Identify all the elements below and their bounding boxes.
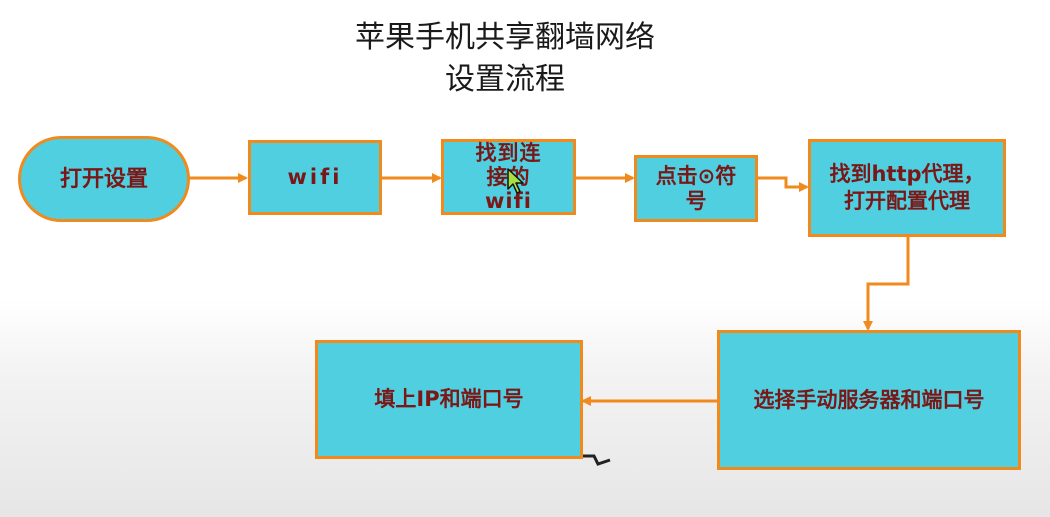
mouse-pointer-icon	[507, 168, 524, 194]
step-wifi: wifi	[248, 140, 382, 215]
step-choose-manual-server-port: 选择手动服务器和端口号	[717, 330, 1021, 470]
step-find-http-proxy-label: 找到http代理，打开配置代理	[829, 162, 985, 213]
step-fill-ip-and-port-label: 填上IP和端口号	[374, 387, 524, 411]
arrow-step5-to-step6	[863, 237, 910, 331]
step-open-settings-label: 打开设置	[59, 166, 148, 192]
step-tap-info-symbol: 点击⊙符号	[634, 155, 758, 222]
step-find-http-proxy: 找到http代理，打开配置代理	[808, 139, 1006, 237]
diagram-title-line2: 设置流程	[445, 62, 565, 97]
step-choose-manual-server-port-label: 选择手动服务器和端口号	[753, 388, 985, 412]
step-open-settings: 打开设置	[18, 136, 190, 222]
stray-connector-mark	[582, 454, 611, 466]
step-wifi-label: wifi	[287, 165, 343, 189]
arrow-step4-to-step5	[757, 176, 809, 192]
step-tap-info-symbol-label: 点击⊙符号	[655, 163, 737, 213]
step-fill-ip-and-port: 填上IP和端口号	[315, 340, 583, 459]
diagram-title-line1: 苹果手机共享翻墙网络	[355, 20, 655, 55]
